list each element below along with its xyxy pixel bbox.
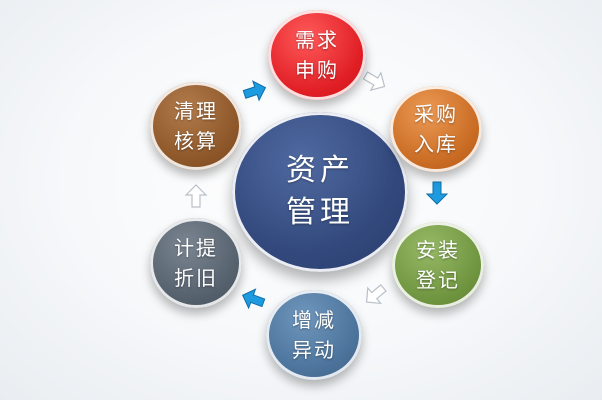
arrow-icon-demand-to-purchase <box>362 68 388 94</box>
node-label-line1: 清理 <box>174 99 218 123</box>
center-label-line1: 资产 <box>286 153 354 188</box>
arrow-icon-purchase-to-install <box>424 180 450 206</box>
node-label-line1: 安装 <box>416 238 460 262</box>
arrow-icon <box>425 181 449 205</box>
node-label-line1: 需求 <box>295 28 339 52</box>
node-label-line2: 入库 <box>414 132 458 156</box>
node-label-line2: 异动 <box>292 338 336 362</box>
arrow-icon-install-to-change <box>362 282 388 308</box>
arrow-icon <box>184 184 208 208</box>
center-label-line2: 管理 <box>286 195 354 230</box>
node-clearing-accounting: 清理 核算 <box>150 82 242 170</box>
node-label-line2: 申购 <box>295 58 339 82</box>
node-depreciation: 计提 折旧 <box>150 218 242 308</box>
arrow-icon <box>242 80 267 102</box>
node-label-line2: 登记 <box>416 268 460 292</box>
arrow-icon-change-to-depr <box>240 286 266 312</box>
node-change-transfer: 增减 异动 <box>266 290 362 380</box>
arrow-icon <box>362 71 386 92</box>
node-label-line2: 折旧 <box>174 266 218 290</box>
node-label-line1: 增减 <box>292 308 336 332</box>
node-install-register: 安装 登记 <box>392 222 484 308</box>
arrow-icon <box>365 284 387 305</box>
node-label-line2: 核算 <box>174 129 218 153</box>
node-purchase-storage: 采购 入库 <box>390 86 482 172</box>
node-demand-request: 需求 申购 <box>268 10 366 100</box>
arrow-icon-settle-to-demand <box>242 78 268 104</box>
arrow-icon <box>241 288 266 310</box>
node-label-line1: 采购 <box>414 102 458 126</box>
node-label-line1: 计提 <box>174 236 218 260</box>
center-node-asset-management: 资产 管理 <box>232 112 408 272</box>
arrow-icon-depr-to-settle <box>183 183 209 209</box>
